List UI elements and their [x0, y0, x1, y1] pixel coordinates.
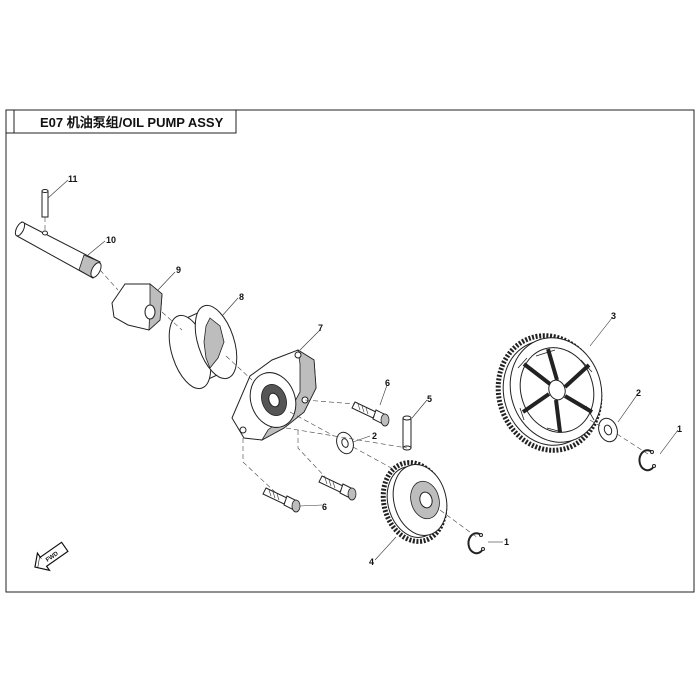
callout-7: 7: [318, 323, 323, 333]
leader-lines: [47, 179, 679, 561]
fwd-arrow-icon: FWD: [34, 541, 69, 572]
part-2-washer-right: [598, 417, 618, 443]
callout-labels: 11 10 9 8 7 6 5 2 3 2 1 6 4 1: [68, 174, 682, 567]
callout-1-right: 1: [677, 424, 682, 434]
part-9-inner-rotor: [111, 283, 163, 331]
part-6-bolt-top: [351, 401, 390, 427]
callout-10: 10: [106, 235, 116, 245]
part-3-large-gear: [495, 333, 603, 453]
part-2-washer-center: [336, 431, 354, 455]
part-10-shaft: [14, 221, 102, 279]
part-7-pump-body: [231, 349, 317, 442]
callout-3: 3: [611, 311, 616, 321]
callout-8: 8: [239, 292, 244, 302]
callout-6-lower: 6: [322, 502, 327, 512]
callout-2-right: 2: [636, 388, 641, 398]
assembly-centerlines: [44, 217, 649, 539]
part-6-bolt-lower-left: [262, 487, 301, 513]
callout-6-top: 6: [385, 378, 390, 388]
part-6-bolt-lower-right: [318, 475, 357, 501]
part-1-circlip-lower: [467, 532, 485, 555]
part-4-small-gear: [380, 460, 448, 544]
callout-4: 4: [369, 557, 374, 567]
diagram-frame: [5, 109, 695, 593]
callout-9: 9: [176, 265, 181, 275]
part-11-pin: [41, 189, 49, 218]
callout-2-center: 2: [372, 431, 377, 441]
callout-5: 5: [427, 394, 432, 404]
page-title: E07 机油泵组/OIL PUMP ASSY: [40, 115, 224, 130]
callout-11: 11: [68, 174, 78, 184]
callout-1-lower: 1: [504, 537, 509, 547]
part-5-dowel-pin: [402, 415, 412, 451]
title-box: E07 机油泵组/OIL PUMP ASSY: [6, 109, 237, 134]
part-1-circlip-right: [638, 449, 656, 472]
part-8-outer-rotor: [168, 304, 238, 390]
